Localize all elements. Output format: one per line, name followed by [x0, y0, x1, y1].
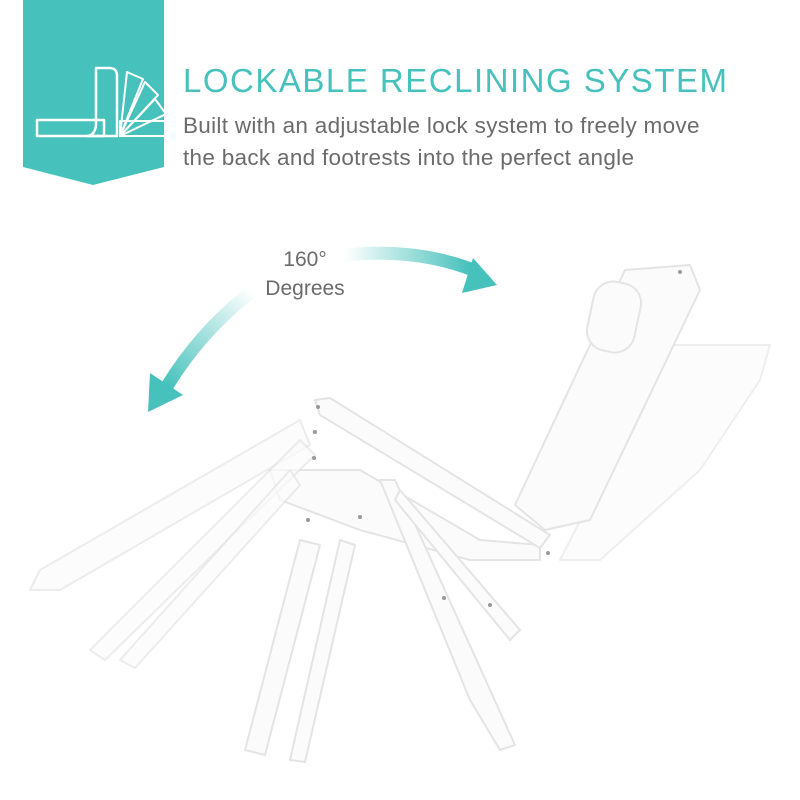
feature-title: LOCKABLE RECLINING SYSTEM — [183, 62, 729, 99]
feature-banner — [23, 0, 164, 185]
arrow-up-right-icon — [344, 246, 481, 279]
angle-label: 160° Degrees — [250, 245, 360, 303]
recline-fan-icon — [35, 66, 164, 138]
angle-value: 160° — [283, 248, 327, 271]
feature-description-line-2: the back and footrests into the perfect … — [183, 145, 635, 170]
feature-description-line-1: Built with an adjustable lock system to … — [183, 113, 700, 138]
arrow-down-left-icon — [157, 287, 254, 397]
angle-unit: Degrees — [265, 277, 345, 300]
